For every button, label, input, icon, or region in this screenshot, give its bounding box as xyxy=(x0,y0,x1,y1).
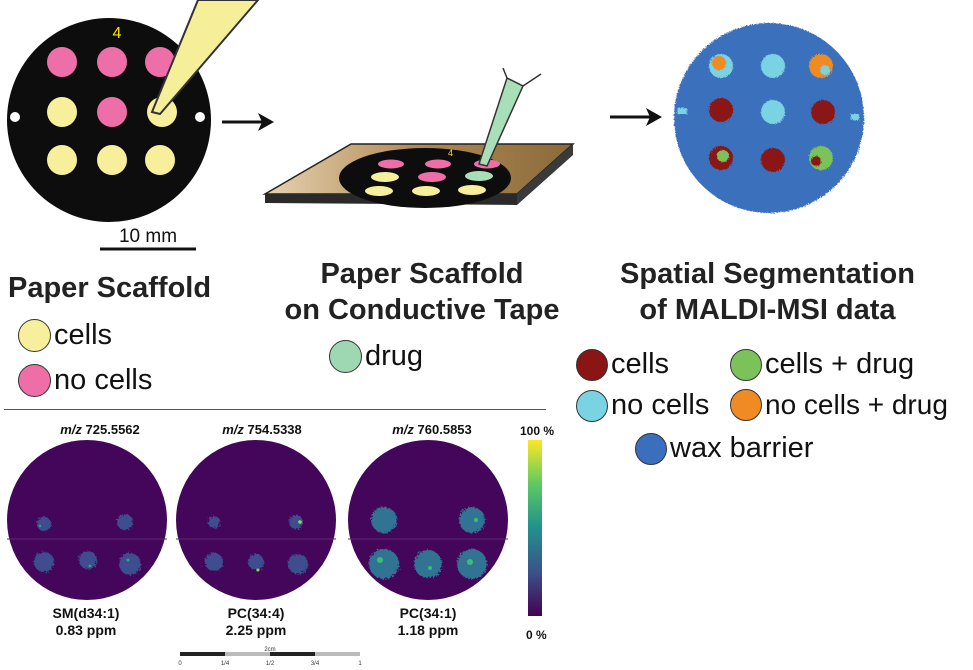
scale-label: 2cm xyxy=(264,647,275,653)
legend-swatch xyxy=(635,432,667,465)
paper-scaffold-illustration: 4 xyxy=(7,0,260,251)
spot-no-cells xyxy=(418,172,446,182)
scaffold-number-label: 4 xyxy=(113,25,122,42)
spot-drug xyxy=(465,171,493,181)
segment-cells-drug xyxy=(717,150,729,162)
msi-scale-bar: 2cm 0 1/4 1/2 3/4 1 xyxy=(178,647,362,667)
segmentation-title: Spatial Segmentation of MALDI-MSI data xyxy=(620,258,915,326)
legend-item-seg-cells: cells xyxy=(576,348,669,381)
scale-bar-label: 10 mm xyxy=(118,226,178,247)
msi-image-sm xyxy=(7,440,167,600)
segmentation-map xyxy=(674,23,864,213)
scale-tick: 1/2 xyxy=(266,661,275,667)
msi-image-row xyxy=(7,440,508,600)
tape-number-label: 4 xyxy=(448,148,453,158)
segment-no-cells-drug xyxy=(809,54,833,78)
legend-item-no-cells: no cells xyxy=(18,364,152,397)
scale-tick: 0 xyxy=(178,661,182,667)
spot-no-cells xyxy=(97,97,127,127)
legend-item-seg-cells-drug: cells + drug xyxy=(730,348,914,381)
colorbar-min-label: 0 % xyxy=(526,628,547,642)
mz-label-2: m/z 754.5338 xyxy=(222,422,302,437)
segment-cells xyxy=(761,148,785,172)
spot-no-cells xyxy=(97,47,127,77)
pipette-yellow xyxy=(150,0,260,116)
spot-cells xyxy=(412,186,440,196)
legend-item-wax-barrier: wax barrier xyxy=(635,432,813,465)
tape-edge-side xyxy=(517,144,573,205)
legend-item-drug: drug xyxy=(329,340,423,373)
panel-divider xyxy=(4,409,546,410)
scale-tick: 1/4 xyxy=(221,661,230,667)
legend-swatch xyxy=(329,340,362,373)
legend-swatch xyxy=(18,364,51,397)
legend-swatch xyxy=(18,319,51,352)
legend-swatch xyxy=(576,389,608,422)
spot-cells xyxy=(145,145,175,175)
intensity-colorbar xyxy=(528,440,542,616)
lipid-label-1: SM(d34:1) 0.83 ppm xyxy=(52,605,120,638)
msi-image-pc-34-4 xyxy=(176,440,336,600)
spot-cells xyxy=(458,185,486,195)
spot-no-cells xyxy=(145,47,175,77)
segment-no-cells xyxy=(761,54,785,78)
spot-no-cells xyxy=(425,159,451,169)
spot-no-cells xyxy=(47,47,77,77)
segment-no-cells-drug xyxy=(712,56,726,70)
mz-label-1: m/z 725.5562 xyxy=(60,422,140,437)
legend-swatch xyxy=(730,389,762,421)
legend-item-cells: cells xyxy=(18,319,112,352)
arrow-right-icon xyxy=(610,108,662,126)
legend-swatch xyxy=(730,348,762,381)
spot-no-cells xyxy=(378,159,404,169)
legend-item-seg-no-cells-drug: no cells + drug xyxy=(730,389,948,421)
alignment-hole-left xyxy=(10,112,20,122)
spot-cells xyxy=(365,186,393,196)
arrow-right-icon xyxy=(222,113,274,131)
spot-cells xyxy=(47,97,77,127)
spot-cells xyxy=(371,172,399,182)
segment-cells xyxy=(811,100,835,124)
lipid-label-3: PC(34:1) 1.18 ppm xyxy=(397,605,459,638)
spot-cells xyxy=(97,145,127,175)
tape-title: Paper Scaffold on Conductive Tape xyxy=(284,258,560,326)
legend-item-seg-no-cells: no cells xyxy=(576,389,709,422)
msi-image-pc-34-1 xyxy=(348,440,508,600)
segment-cells xyxy=(709,98,733,122)
mz-label-3: m/z 760.5853 xyxy=(392,422,472,437)
lipid-label-2: PC(34:4) 2.25 ppm xyxy=(225,605,287,638)
paper-scaffold-title: Paper Scaffold xyxy=(8,272,212,304)
conductive-tape-illustration: 4 xyxy=(262,67,575,208)
segment-no-cells xyxy=(761,100,785,124)
pipette-green xyxy=(478,67,542,167)
scale-tick: 1 xyxy=(358,661,362,667)
spot-cells xyxy=(47,145,77,175)
colorbar-max-label: 100 % xyxy=(520,424,555,438)
alignment-hole-right xyxy=(195,112,205,122)
scale-tick: 3/4 xyxy=(311,661,320,667)
legend-swatch xyxy=(576,348,608,381)
